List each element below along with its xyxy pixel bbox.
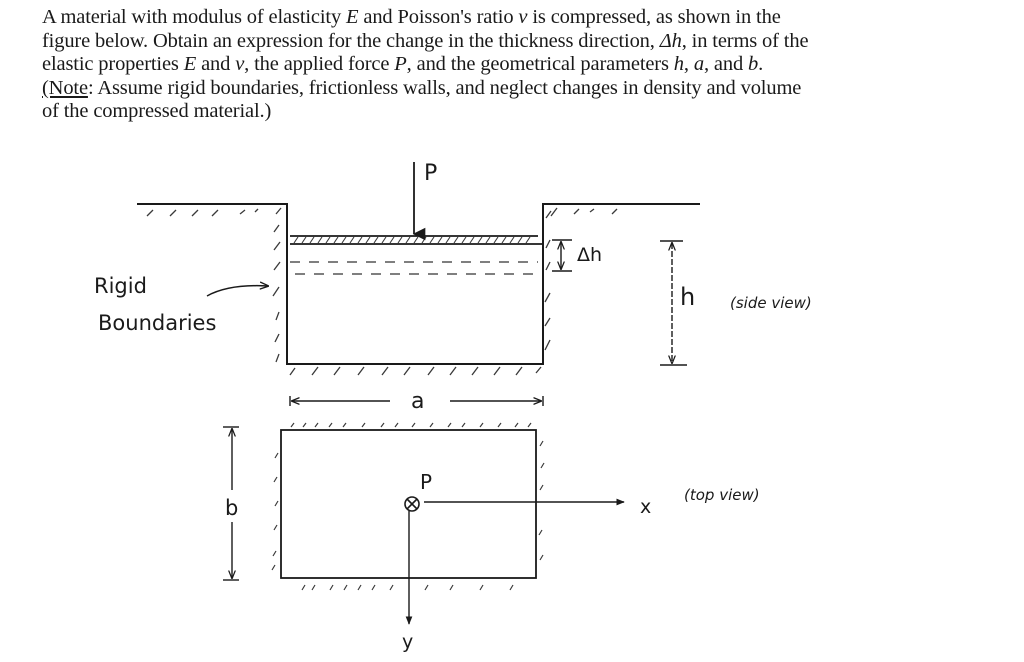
problem-line-5: of the compressed material.)	[42, 100, 272, 123]
top-view	[223, 396, 625, 625]
side-view	[137, 162, 700, 376]
x-axis-label: x	[640, 496, 651, 518]
rigid-boundary-outline	[137, 203, 700, 365]
symbol-E: E	[346, 6, 359, 28]
problem-line-1: A material with modulus of elasticity E …	[42, 6, 781, 28]
top-view-label: (top view)	[684, 486, 760, 504]
side-view-label: (side view)	[730, 294, 812, 312]
height-label: h	[680, 283, 695, 311]
delta-h-label: Δh	[577, 244, 602, 266]
hatch-left-ground	[146, 207, 282, 217]
boundary-pointer-arrow	[206, 286, 268, 297]
y-axis-label: y	[402, 631, 413, 653]
h-dimension	[660, 240, 687, 366]
top-view-hatching	[271, 422, 545, 591]
boundaries-label: Boundaries	[98, 311, 216, 335]
problem-line-2: figure below. Obtain an expression for t…	[42, 29, 809, 52]
problem-line-4: (Note: Assume rigid boundaries, friction…	[42, 76, 802, 99]
hatch-floor	[289, 366, 542, 376]
hatch-right-ground	[550, 207, 618, 217]
problem-statement: A material with modulus of elasticity E …	[42, 6, 972, 124]
side-force-label: P	[424, 161, 437, 186]
symbol-nu: v	[518, 6, 528, 28]
a-dimension	[289, 396, 544, 406]
loading-plate	[290, 235, 543, 245]
force-into-page-icon	[404, 496, 420, 512]
b-label: b	[225, 496, 238, 520]
hatch-left-wall	[272, 224, 281, 363]
b-dimension	[223, 426, 239, 581]
hatch-right-wall	[544, 210, 552, 351]
delta-h-dimension	[552, 239, 572, 272]
a-label: a	[411, 389, 424, 414]
note-label: (Note	[42, 76, 88, 99]
problem-line-3: elastic properties E and v, the applied …	[42, 53, 764, 76]
rigid-label: Rigid	[94, 274, 147, 298]
top-force-label: P	[420, 470, 432, 494]
symbol-delta-h: Δh	[659, 29, 682, 52]
original-surface-dashed	[290, 261, 538, 275]
